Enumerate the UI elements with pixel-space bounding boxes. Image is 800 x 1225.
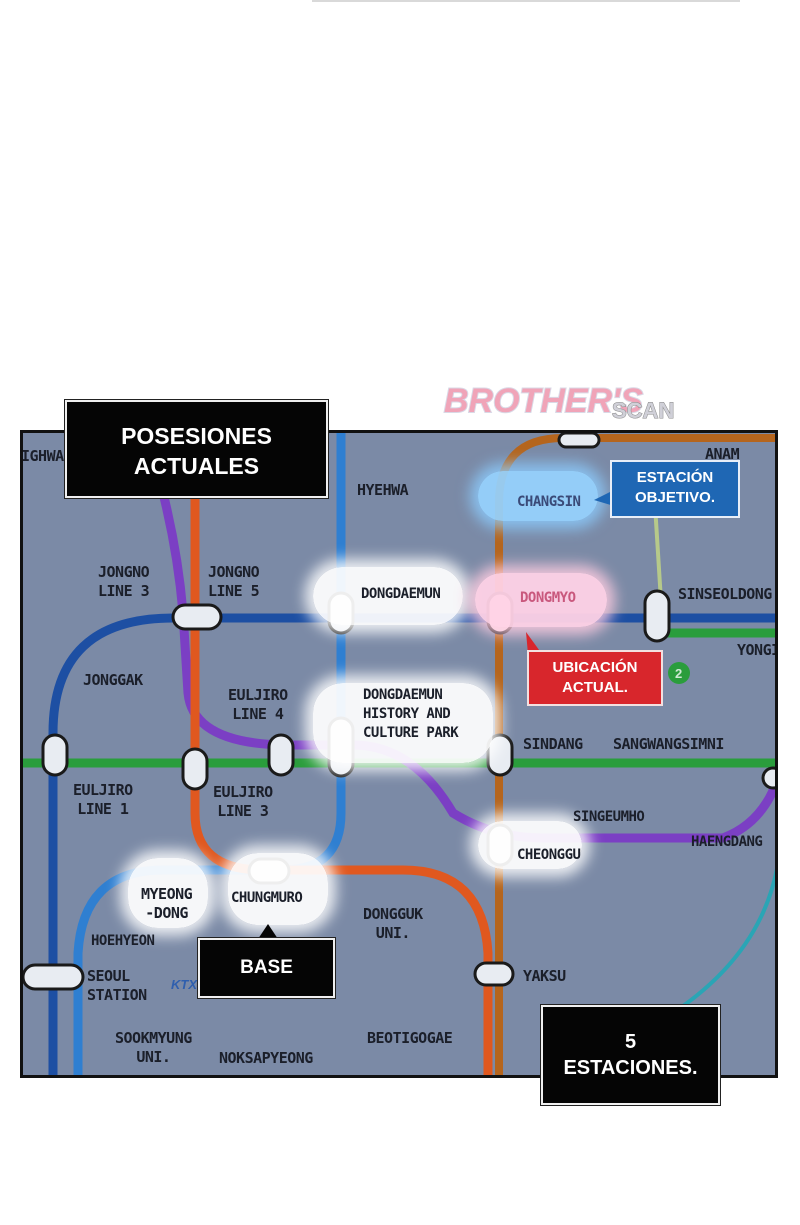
- station-marker-jongno3: [171, 603, 223, 631]
- ddp-highlight: [313, 683, 493, 763]
- station-marker-top: [557, 433, 601, 449]
- station-label-sookmyung: SOOKMYUNG UNI.: [115, 1029, 192, 1066]
- station-label-sangwangsimni: SANGWANGSIMNI: [613, 735, 724, 753]
- stations-remaining-callout: 5 ESTACIONES.: [541, 1005, 720, 1105]
- chungmuro-highlight: [228, 853, 328, 925]
- station-label-jongno5: JONGNO LINE 5: [208, 563, 260, 600]
- station-marker-seoul: [23, 963, 85, 991]
- line-1: [48, 613, 775, 1075]
- station-marker-right: [761, 766, 775, 790]
- dongmyo-highlight: [475, 573, 607, 627]
- station-label-seoul: SEOUL STATION: [87, 967, 147, 1004]
- station-label-yaksu: YAKSU: [523, 967, 566, 985]
- current-location-callout: UBICACIÓN ACTUAL.: [527, 650, 663, 706]
- base-callout: BASE: [198, 938, 335, 998]
- line-3: [190, 493, 493, 1075]
- dongdaemun-highlight: [313, 567, 463, 625]
- myeongdong-highlight: [128, 858, 208, 928]
- station-label-chungmuro: CHUNGMURO: [231, 890, 303, 906]
- station-label-dongdaemun: DONGDAEMUN: [361, 586, 441, 602]
- top-divider: [312, 0, 740, 2]
- station-label-anam: ANAM: [705, 445, 740, 463]
- subway-map: 2 KTX ANAM IGHWA HYEHWA CHANGSIN JONGNO …: [20, 430, 778, 1078]
- station-label-hoehyeon: HOEHYEON: [91, 933, 155, 949]
- base-callout-pointer: [256, 924, 280, 942]
- line-teal: [671, 867, 775, 1015]
- station-label-euljiro4: EULJIRO LINE 4: [228, 686, 288, 723]
- station-label-dongmyo: DONGMYO: [520, 590, 576, 606]
- station-label-ighwa: IGHWA: [21, 447, 64, 465]
- station-marker-jonggak: [41, 733, 69, 777]
- station-marker-sindang: [486, 733, 514, 777]
- station-label-cheonggu: CHEONGGU: [517, 847, 581, 863]
- station-label-hyehwa: HYEHWA: [357, 481, 409, 499]
- line-2-badge-label: 2: [675, 666, 682, 681]
- station-label-euljiro1: EULJIRO LINE 1: [73, 781, 133, 818]
- station-label-ddp: DONGDAEMUN HISTORY AND CULTURE PARK: [363, 687, 459, 741]
- station-label-sindang: SINDANG: [523, 735, 583, 753]
- possessions-callout: POSESIONES ACTUALES: [65, 400, 328, 498]
- station-label-dongguk: DONGGUK UNI.: [363, 905, 423, 942]
- station-marker-euljiro4: [267, 733, 295, 777]
- target-callout-pointer: [594, 490, 614, 506]
- cheonggu-highlight: [478, 821, 582, 869]
- station-marker-sinseoldong: [643, 589, 671, 643]
- station-label-changsin: CHANGSIN: [517, 494, 581, 510]
- current-callout-pointer: [526, 632, 542, 654]
- changsin-highlight: [478, 471, 598, 521]
- station-label-haengdang: HAENGDANG: [691, 834, 763, 850]
- station-label-sinseoldong: SINSEOLDONG: [678, 585, 772, 603]
- station-label-singeumho: SINGEUMHO: [573, 809, 645, 825]
- station-label-jongno3: JONGNO LINE 3: [98, 563, 150, 600]
- brothers-scan-watermark: BROTHER'S SCAN: [443, 381, 675, 424]
- station-marker-yaksu: [473, 961, 515, 987]
- station-label-myeongdong: MYEONG -DONG: [141, 885, 193, 922]
- station-label-beotigogae: BEOTIGOGAE: [367, 1029, 453, 1047]
- watermark-suffix: SCAN: [612, 398, 674, 423]
- station-label-noksapyeong: NOKSAPYEONG: [219, 1049, 313, 1067]
- ktx-logo: KTX: [171, 977, 198, 992]
- station-marker-euljiro3: [181, 747, 209, 791]
- station-label-euljiro3: EULJIRO LINE 3: [213, 783, 273, 820]
- station-label-yongi: YONGI: [737, 641, 778, 659]
- target-station-callout: ESTACIÓN OBJETIVO.: [610, 460, 740, 518]
- watermark-brand: BROTHER'S: [444, 382, 643, 420]
- line-2-badge: [668, 662, 690, 684]
- station-label-jonggak: JONGGAK: [83, 671, 143, 689]
